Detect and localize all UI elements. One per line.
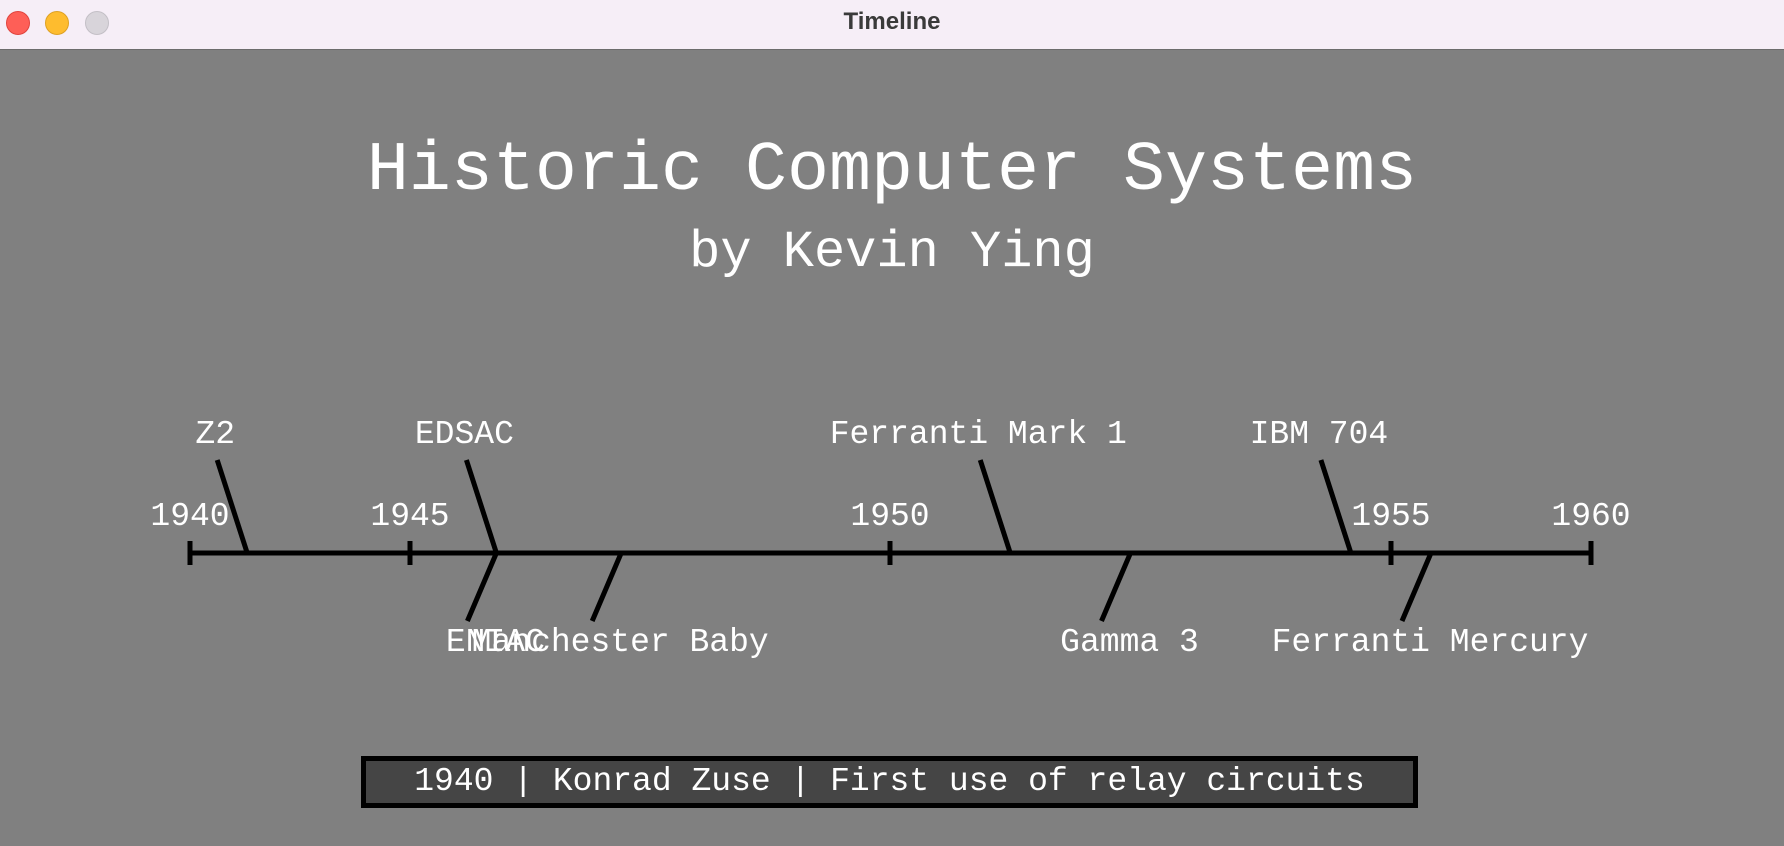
event-label[interactable]: Z2	[195, 416, 235, 453]
event-label[interactable]: IBM 704	[1250, 416, 1389, 453]
event-connector	[464, 459, 499, 554]
event-info-box: 1940 | Konrad Zuse | First use of relay …	[361, 756, 1418, 808]
event-connector	[589, 552, 624, 622]
year-tick-label: 1955	[1351, 498, 1430, 535]
event-marker[interactable]: ENIAC	[446, 552, 545, 661]
event-label[interactable]: EDSAC	[415, 416, 514, 453]
timeline-axis: 1940 1945 1950 1955 1960	[150, 498, 1631, 565]
event-marker[interactable]: Ferranti Mercury	[1272, 552, 1589, 661]
minimize-window-button[interactable]	[45, 11, 69, 35]
event-marker[interactable]: Z2	[195, 416, 250, 554]
event-connector	[1399, 552, 1434, 622]
event-label[interactable]: Ferranti Mercury	[1272, 624, 1589, 661]
window-titlebar: Timeline	[0, 0, 1784, 50]
event-marker[interactable]: IBM 704	[1250, 416, 1389, 554]
page-subtitle: by Kevin Ying	[689, 223, 1095, 282]
event-label[interactable]: Manchester Baby	[472, 624, 769, 661]
event-label[interactable]: Ferranti Mark 1	[830, 416, 1127, 453]
event-marker[interactable]: Gamma 3	[1060, 552, 1199, 661]
maximize-window-button[interactable]	[85, 11, 109, 35]
close-window-button[interactable]	[6, 11, 30, 35]
event-label[interactable]: Gamma 3	[1060, 624, 1199, 661]
window-title: Timeline	[843, 8, 941, 35]
year-tick-label: 1950	[850, 498, 929, 535]
event-connector	[977, 459, 1013, 554]
event-label[interactable]: ENIAC	[446, 624, 545, 661]
event-connector	[1318, 459, 1354, 554]
event-connector	[465, 552, 499, 622]
event-marker[interactable]: Manchester Baby	[472, 552, 769, 661]
event-connector	[214, 459, 250, 554]
timeline-canvas: Historic Computer Systems by Kevin Ying …	[0, 51, 1784, 846]
event-marker[interactable]: EDSAC	[415, 416, 514, 554]
page-title: Historic Computer Systems	[366, 132, 1418, 211]
year-tick-label: 1960	[1551, 498, 1630, 535]
year-tick-label: 1945	[370, 498, 449, 535]
event-marker[interactable]: Ferranti Mark 1	[830, 416, 1127, 554]
event-connector	[1099, 552, 1133, 622]
year-tick-label: 1940	[150, 498, 229, 535]
